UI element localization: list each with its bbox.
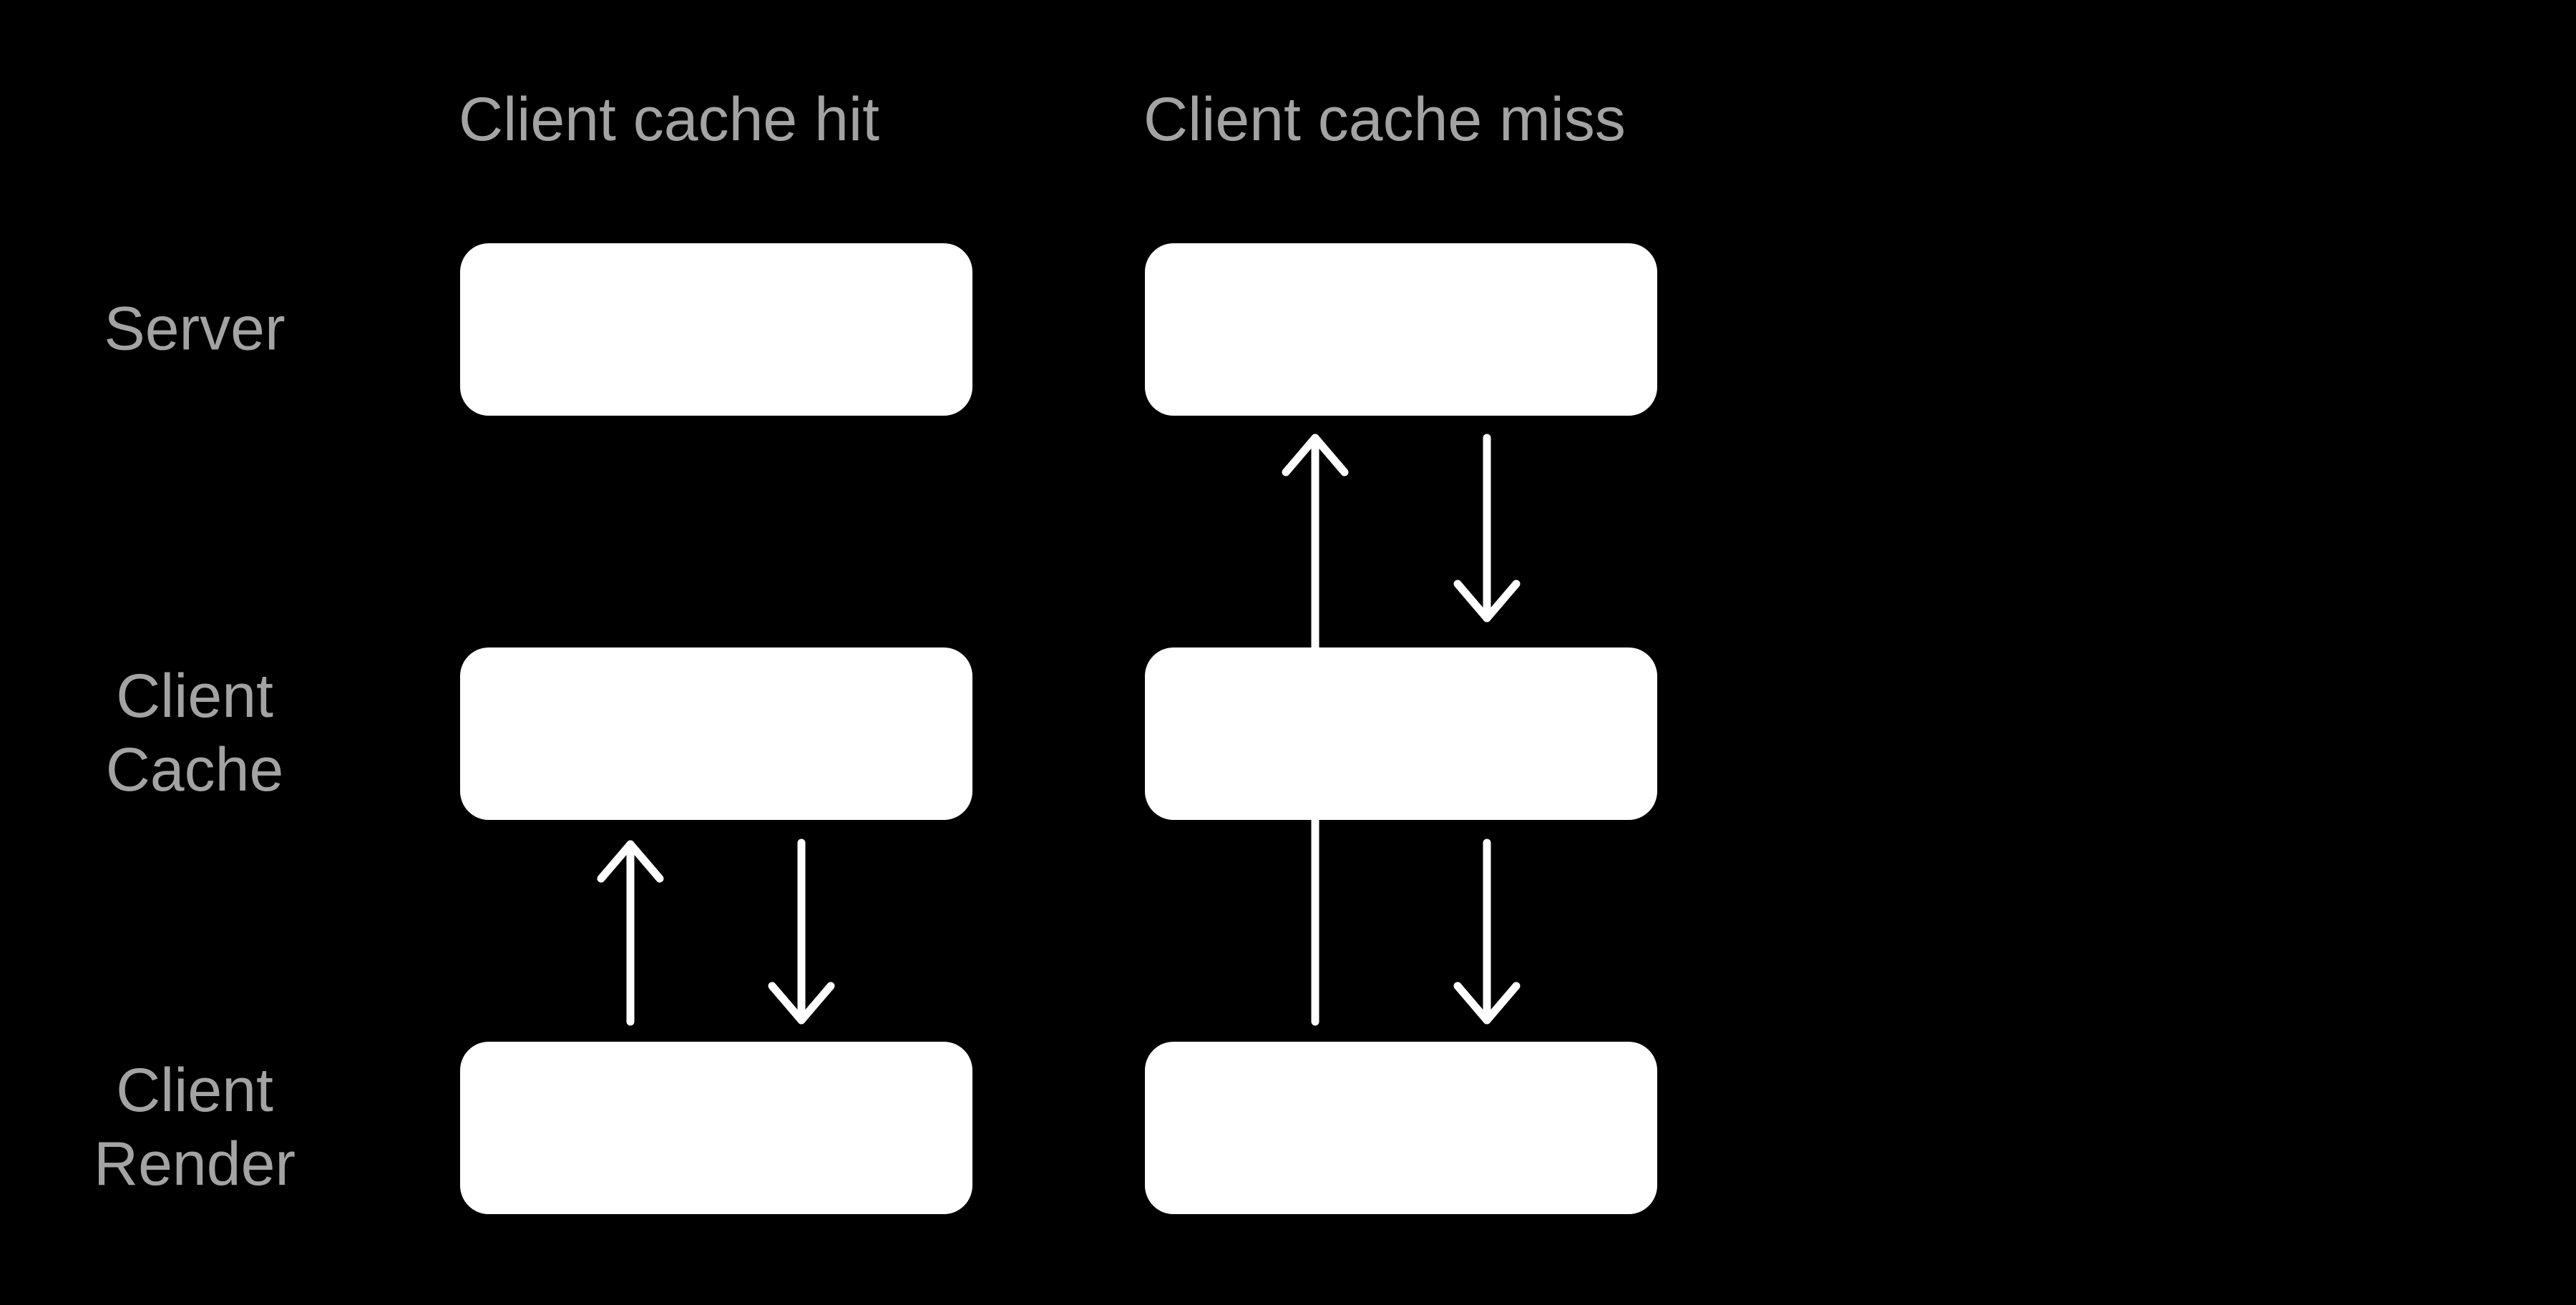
arrow-up-icon-hit-render-to-cache [597, 840, 664, 1026]
row-label-client-cache: Client Cache [37, 660, 352, 807]
arrow-down-icon-hit-cache-to-render [768, 839, 835, 1025]
row-label-client-render-line-1: Client [116, 1056, 273, 1125]
box-client-render-miss-column [1145, 1042, 1657, 1214]
row-label-client-cache-line-2: Cache [105, 735, 284, 804]
box-client-cache-miss-column [1145, 647, 1657, 820]
column-header-client-cache-hit: Client cache hit [459, 85, 879, 154]
row-label-client-cache-line-1: Client [116, 662, 273, 730]
arrow-down-icon-miss-cache-to-render [1453, 839, 1521, 1025]
row-label-server: Server [37, 293, 352, 366]
box-server-miss-column [1145, 243, 1657, 416]
box-client-render-hit-column [460, 1042, 972, 1214]
row-label-server-line: Server [104, 294, 286, 363]
box-server-hit-column [460, 243, 972, 416]
arrow-down-icon-miss-server-to-cache [1453, 434, 1521, 622]
column-header-client-cache-miss: Client cache miss [1143, 85, 1626, 154]
row-label-client-render-line-2: Render [93, 1130, 296, 1198]
box-client-cache-hit-column [460, 647, 972, 820]
row-label-client-render: Client Render [37, 1054, 352, 1201]
